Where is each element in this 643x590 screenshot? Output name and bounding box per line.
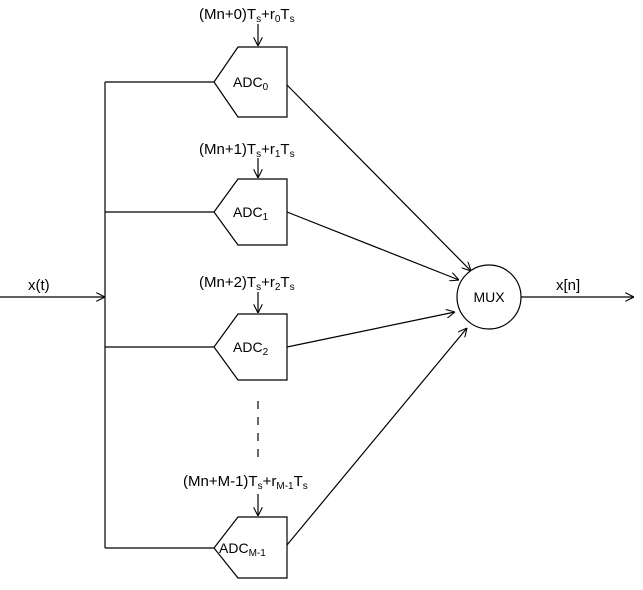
mux-circle: MUX [456,264,522,330]
adc-block-m-1: ADCM-1 [213,516,288,579]
input-label: x(t) [28,277,50,294]
svg-text:(Mn+0)Ts+r0Ts: (Mn+0)Ts+r0Ts [199,6,295,25]
svg-text:(Mn+M-1)Ts+rM-1Ts: (Mn+M-1)Ts+rM-1Ts [183,473,308,492]
svg-text:ADC2: ADC2 [233,339,269,358]
mux-label: MUX [473,289,505,305]
adc-block-0: ADC0 [213,46,288,118]
adc-block-1: ADC1 [213,178,288,246]
adc2-to-mux-arrow [286,312,455,348]
adcm1-to-mux-arrow [286,328,467,546]
clock-label-m-1: (Mn+M-1)Ts+rM-1Ts [183,473,308,516]
adc-block-2: ADC2 [213,313,288,381]
svg-text:ADC1: ADC1 [233,204,269,223]
svg-text:ADC0: ADC0 [233,74,269,93]
svg-text:(Mn+2)Ts+r2Ts: (Mn+2)Ts+r2Ts [199,274,295,293]
clock-label-1: (Mn+1)Ts+r1Ts [199,141,295,178]
svg-text:ADCM-1: ADCM-1 [219,540,266,559]
clock-label-0: (Mn+0)Ts+r0Ts [199,6,295,46]
clock-label-2: (Mn+2)Ts+r2Ts [199,274,295,313]
svg-text:(Mn+1)Ts+r1Ts: (Mn+1)Ts+r1Ts [199,141,295,160]
output-label: x[n] [556,277,580,294]
adc0-to-mux-arrow [286,84,471,271]
adc1-to-mux-arrow [286,211,459,280]
